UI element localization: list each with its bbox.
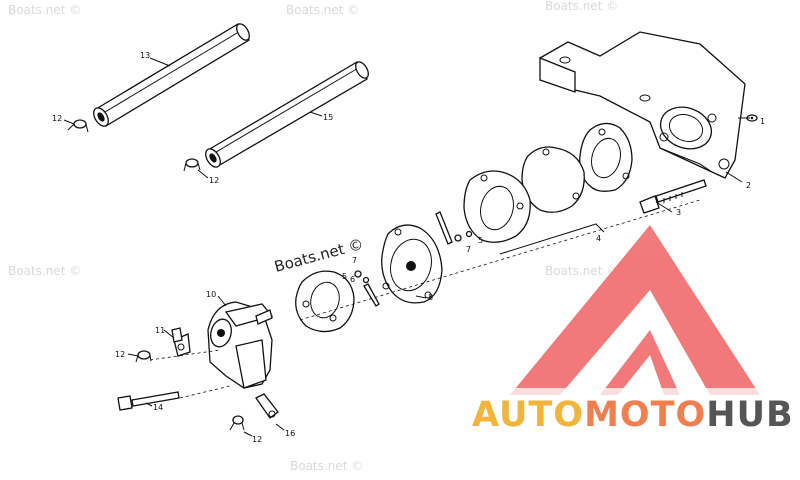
callout-8: 8 — [428, 293, 433, 302]
hose-clamp-12-mid — [183, 158, 201, 172]
pin-and-spring-parts — [354, 211, 473, 307]
callout-labels: 13 12 15 12 1 2 3 4 5 7 7 5 6 8 10 11 12… — [52, 51, 765, 444]
automotohub-logo: AUTOMOTOHUB — [465, 225, 800, 438]
callout-14: 14 — [153, 403, 163, 412]
watermark-text: Boats.net © — [286, 3, 359, 17]
callout-12-top-left: 12 — [52, 114, 62, 123]
callout-1: 1 — [760, 117, 765, 126]
callout-3: 3 — [676, 208, 681, 217]
callout-15: 15 — [323, 113, 333, 122]
watermark-text: Boats.net © — [8, 3, 81, 17]
watermark-text: Boats.net © — [290, 459, 363, 473]
callout-11: 11 — [155, 326, 165, 335]
logo-triangle-icon — [510, 225, 760, 395]
callout-12-bottom: 12 — [252, 435, 262, 444]
diaphragm-housing-part-8 — [381, 224, 443, 304]
callout-5-right: 5 — [478, 236, 483, 245]
gasket-part-4-rear — [579, 122, 633, 192]
logo-word-auto: AUTO — [472, 395, 584, 435]
callout-12-mid: 12 — [209, 176, 219, 185]
callout-5-left: 5 — [342, 272, 347, 281]
gasket-front-left — [295, 270, 355, 333]
callout-12-lower-left: 12 — [115, 350, 125, 359]
watermark-text: Boats.net © — [545, 0, 618, 13]
bolt-part-3 — [639, 179, 707, 214]
fuel-pump-body-part-10 — [207, 301, 274, 389]
assembly-lines — [149, 199, 701, 399]
hose-clamp-12-top-left — [67, 119, 89, 133]
fitting-part-11 — [171, 327, 191, 357]
svg-text:AUTOMOTOHUB: AUTOMOTOHUB — [472, 395, 794, 435]
fitting-part-16 — [255, 393, 279, 419]
gasket-part-4-front — [463, 170, 531, 243]
watermarks: Boats.net © Boats.net © Boats.net © Boat… — [8, 0, 618, 473]
leader-lines — [63, 57, 750, 437]
callout-10: 10 — [206, 290, 216, 299]
hose-clamp-12-bottom — [229, 415, 245, 431]
callout-7-left: 7 — [352, 256, 357, 265]
logo-word-moto: MOTO — [584, 395, 706, 435]
tube-part-15 — [205, 61, 369, 168]
callout-6: 6 — [350, 275, 355, 284]
logo-word-hub: HUB — [706, 395, 793, 435]
callout-7-right: 7 — [466, 245, 471, 254]
bolt-part-14 — [117, 391, 180, 411]
callout-16: 16 — [285, 429, 295, 438]
watermark-text: Boats.net © — [8, 264, 81, 278]
callout-4: 4 — [596, 234, 601, 243]
callout-2: 2 — [746, 181, 751, 190]
tube-part-13 — [93, 23, 250, 127]
hose-clamp-12-lower-left — [135, 350, 152, 363]
watermark-text: Boats.net © — [545, 264, 618, 278]
callout-13: 13 — [140, 51, 150, 60]
gasket-part-4-mid — [521, 146, 585, 213]
mounting-bracket-part-2 — [539, 31, 746, 179]
